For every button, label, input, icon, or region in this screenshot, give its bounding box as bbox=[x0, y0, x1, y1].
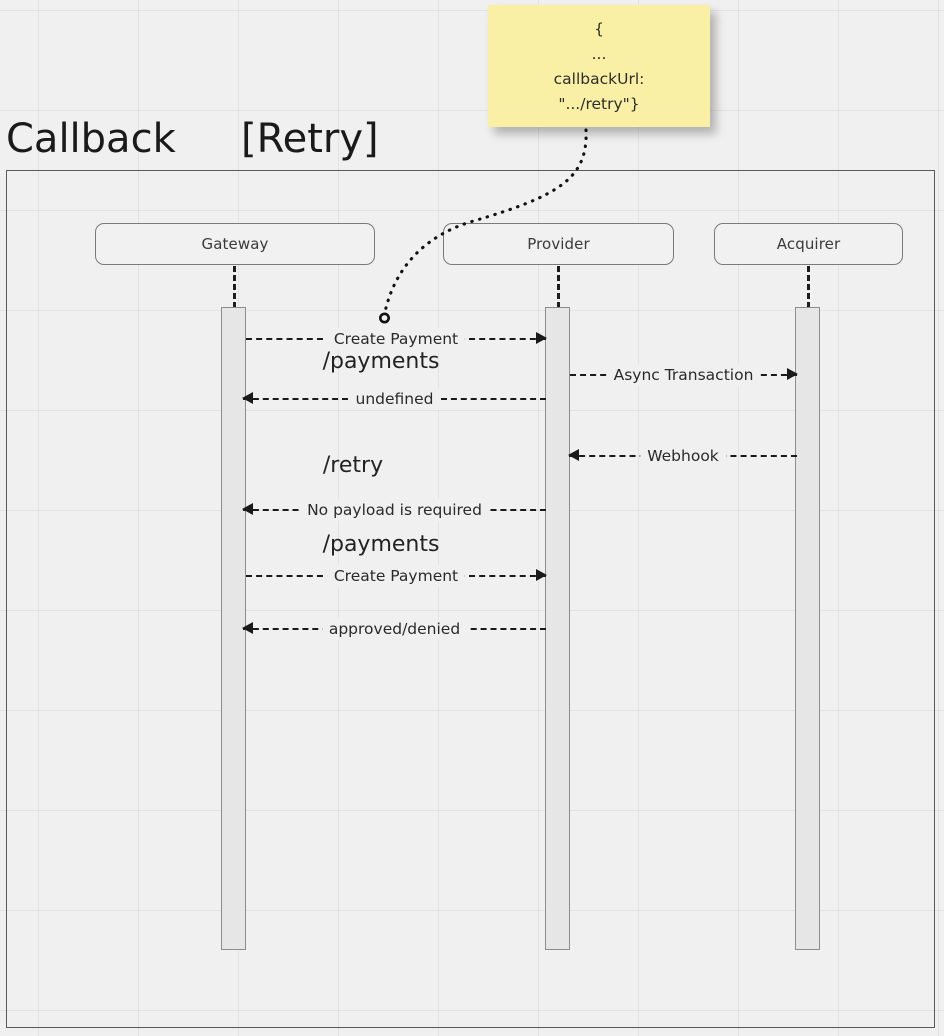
note-line-1: { bbox=[594, 20, 604, 38]
message-approved-denied[interactable]: approved/denied bbox=[242, 618, 546, 640]
activation-bar-provider bbox=[545, 307, 570, 950]
message-label: Create Payment bbox=[326, 565, 466, 587]
lifeline-acquirer bbox=[807, 266, 810, 308]
activation-bar-acquirer bbox=[795, 307, 820, 950]
message-no-payload-required[interactable]: No payload is required bbox=[242, 499, 546, 521]
message-create-payment-1[interactable]: Create Payment bbox=[246, 328, 547, 350]
route-label-payments-1: /payments bbox=[322, 349, 440, 374]
note-line-2: ... bbox=[591, 45, 607, 63]
participant-label: Provider bbox=[527, 235, 590, 253]
arrowhead-left-icon bbox=[242, 503, 253, 515]
message-label: Async Transaction bbox=[606, 364, 761, 386]
diagram-title: Callback bbox=[6, 116, 176, 162]
message-create-payment-2[interactable]: Create Payment bbox=[246, 565, 547, 587]
route-label-retry: /retry bbox=[322, 453, 384, 478]
arrowhead-right-icon bbox=[536, 569, 547, 581]
participant-label: Gateway bbox=[201, 235, 269, 253]
arrowhead-right-icon bbox=[787, 368, 798, 380]
message-async-transaction[interactable]: Async Transaction bbox=[570, 364, 798, 386]
lifeline-gateway bbox=[233, 266, 236, 308]
message-label: Create Payment bbox=[326, 328, 466, 350]
message-undefined[interactable]: undefined bbox=[242, 388, 546, 410]
participant-label: Acquirer bbox=[776, 235, 841, 253]
lifeline-provider bbox=[557, 266, 560, 308]
participant-acquirer[interactable]: Acquirer bbox=[714, 223, 903, 265]
message-label: undefined bbox=[348, 388, 441, 410]
participant-gateway[interactable]: Gateway bbox=[95, 223, 375, 265]
arrowhead-left-icon bbox=[568, 449, 579, 461]
note-line-3: callbackUrl: bbox=[553, 70, 645, 88]
message-label: Webhook bbox=[640, 445, 726, 467]
message-webhook[interactable]: Webhook bbox=[568, 445, 797, 467]
message-label: approved/denied bbox=[321, 618, 468, 640]
arrowhead-left-icon bbox=[242, 392, 253, 404]
arrowhead-right-icon bbox=[536, 332, 547, 344]
arrowhead-left-icon bbox=[242, 622, 253, 634]
activation-bar-gateway bbox=[221, 307, 246, 950]
participant-provider[interactable]: Provider bbox=[443, 223, 674, 265]
message-label: No payload is required bbox=[300, 499, 489, 521]
fragment-label-retry: [Retry] bbox=[241, 116, 379, 162]
route-label-payments-2: /payments bbox=[322, 532, 440, 557]
sticky-note-callback-url[interactable]: { ... callbackUrl: ".../retry"} bbox=[488, 5, 710, 127]
note-line-4: ".../retry"} bbox=[558, 95, 640, 113]
